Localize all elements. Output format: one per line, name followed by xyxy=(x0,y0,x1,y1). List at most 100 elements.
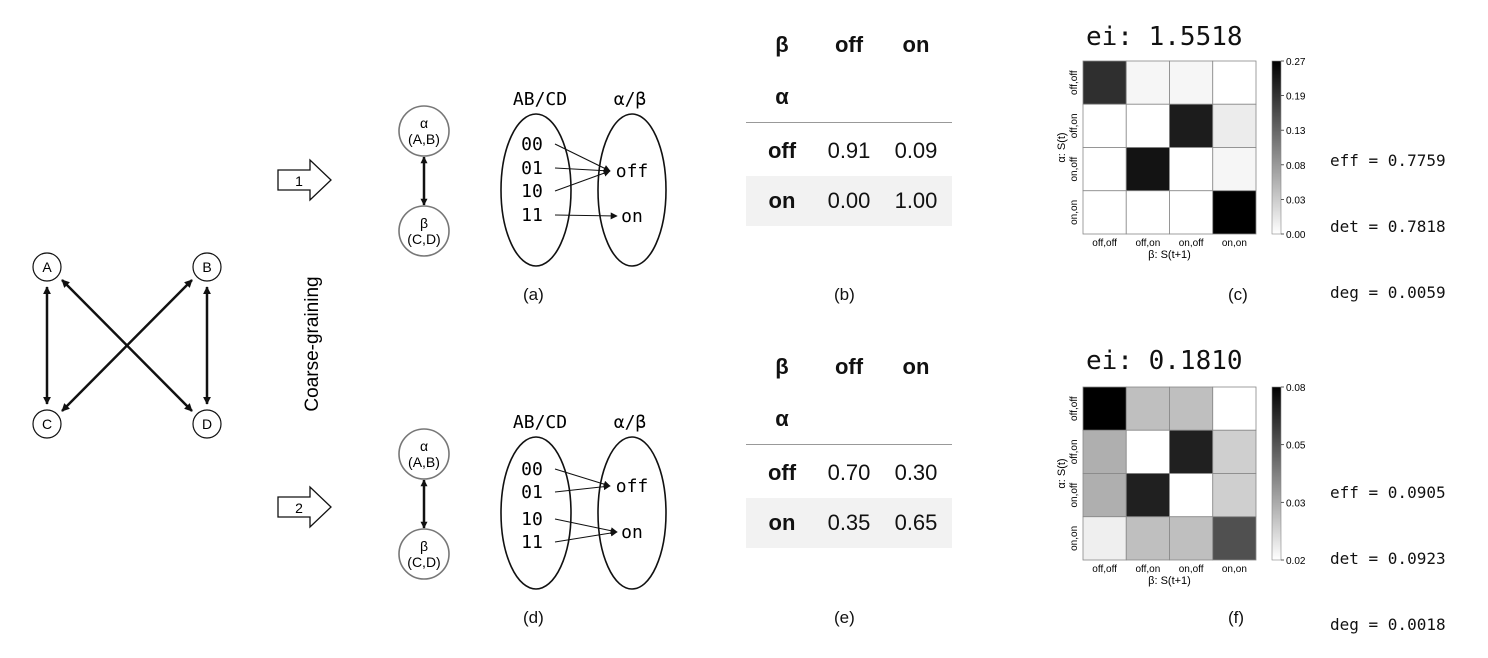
colorbar xyxy=(1271,386,1282,561)
heatmap-x-tick: on,off xyxy=(1179,564,1204,575)
tpm-col-on: on xyxy=(902,32,930,57)
tpm-row-off-label: off xyxy=(767,460,797,485)
colorbar-tick-label: 0.27 xyxy=(1286,57,1306,68)
micro-states-ellipse xyxy=(500,113,572,267)
mapping-arrow xyxy=(554,143,611,172)
mapping-arrow xyxy=(554,167,611,175)
tpm-divider xyxy=(746,122,952,123)
coarse-graining-label: Coarse-graining xyxy=(302,276,323,411)
tpm-row-on-label: on xyxy=(768,510,796,535)
heatmap-x-label: β: S(t+1) xyxy=(1148,575,1191,587)
micro-states-ellipse xyxy=(500,436,572,590)
heatmap-x-tick: off,off xyxy=(1092,564,1117,575)
macro-node-members: (C,D) xyxy=(407,554,440,570)
mapping-arrow xyxy=(554,529,618,543)
caption-a: (a) xyxy=(523,285,544,304)
tpm-value: 0.65 xyxy=(894,510,938,535)
macro-state-label: on xyxy=(621,206,643,227)
heatmap-y-tick: on,on xyxy=(1069,200,1080,225)
heatmap-cell xyxy=(1212,429,1257,474)
macro-node-greek: α xyxy=(420,438,428,454)
heatmap-x-label: β: S(t+1) xyxy=(1148,249,1191,261)
colorbar-tick-label: 0.05 xyxy=(1286,441,1306,452)
heatmap-cell xyxy=(1169,103,1214,148)
mapping-arrow xyxy=(554,468,611,488)
heatmap-cell xyxy=(1169,516,1214,561)
macro-header: α/β xyxy=(614,412,647,433)
node-b xyxy=(192,252,222,282)
node-d xyxy=(192,409,222,439)
micro-state-label: 01 xyxy=(521,482,543,503)
mapping-arrow xyxy=(554,212,618,220)
micro-state-label: 00 xyxy=(521,459,543,480)
heatmap-y-tick: on,on xyxy=(1069,526,1080,551)
caption-e: (e) xyxy=(834,608,855,627)
stats-bottom: eff = 0.0905 det = 0.0923 deg = 0.0018 xyxy=(1330,438,1446,658)
heatmap-cell xyxy=(1169,386,1214,431)
tpm-divider xyxy=(746,444,952,445)
mapping-arrow xyxy=(554,518,618,535)
macro-node-greek: α xyxy=(420,115,428,131)
colorbar-tick-label: 0.00 xyxy=(1286,230,1306,241)
macro-state-label: off xyxy=(616,161,649,182)
heatmap-cell xyxy=(1125,473,1170,518)
heatmap-y-tick: off,off xyxy=(1069,396,1080,421)
tpm-col-header-row: β off on xyxy=(746,342,952,392)
colorbar-tick-label: 0.13 xyxy=(1286,126,1306,137)
heatmap-bottom: off,offoff,offoff,onoff,onon,offon,offon… xyxy=(1056,383,1306,587)
heatmap-cell xyxy=(1169,60,1214,105)
heatmap-y-tick: on,off xyxy=(1069,156,1080,181)
macro-header: α/β xyxy=(614,89,647,110)
heatmap-cell xyxy=(1125,103,1170,148)
heatmap-cell xyxy=(1212,147,1257,192)
heatmap-y-label: α: S(t) xyxy=(1056,132,1068,162)
heatmap-top: off,offoff,offoff,onoff,onon,offon,offon… xyxy=(1056,57,1306,261)
stat-eff: eff = 0.7759 xyxy=(1330,151,1446,170)
heatmap-y-tick: off,on xyxy=(1069,113,1080,138)
macro-node-alpha xyxy=(398,105,450,157)
heatmap-x-tick: on,on xyxy=(1222,564,1247,575)
tpm-value: 0.70 xyxy=(827,460,871,485)
tpm-value: 0.30 xyxy=(894,460,938,485)
heatmap-cell xyxy=(1212,60,1257,105)
macro-node-members: (A,B) xyxy=(408,454,440,470)
macro-state-label: on xyxy=(621,522,643,543)
node-a xyxy=(32,252,62,282)
caption-f: (f) xyxy=(1228,608,1245,627)
stat-deg: deg = 0.0018 xyxy=(1330,615,1446,634)
heatmap-x-tick: on,off xyxy=(1179,238,1204,249)
tpm-col-off: off xyxy=(834,354,864,379)
macro-node-greek: β xyxy=(420,215,428,231)
caption-d: (d) xyxy=(523,608,544,627)
tpm-col-on: on xyxy=(902,354,930,379)
block-arrow-1-icon xyxy=(277,158,332,202)
micro-header: AB/CD xyxy=(513,89,567,110)
mapping-arrow xyxy=(554,483,611,493)
macro-node-beta xyxy=(398,205,450,257)
caption-b: (b) xyxy=(834,285,855,304)
tpm-col-label: β xyxy=(775,32,789,57)
heatmap-cell xyxy=(1125,60,1170,105)
tpm-row-on-label: on xyxy=(768,188,796,213)
tpm-row-header-row: α xyxy=(746,72,952,122)
macro-node-members: (A,B) xyxy=(408,131,440,147)
heatmap-cell xyxy=(1082,429,1127,474)
micro-header: AB/CD xyxy=(513,412,567,433)
node-d-label: D xyxy=(202,416,212,432)
tpm-row-on: on 0.00 1.00 xyxy=(746,176,952,226)
heatmap-x-tick: off,on xyxy=(1135,238,1160,249)
tpm-value: 0.00 xyxy=(827,188,871,213)
heatmap-cell xyxy=(1082,473,1127,518)
tpm-col-off: off xyxy=(834,32,864,57)
heatmap-cell xyxy=(1082,190,1127,235)
tpm-value: 0.35 xyxy=(827,510,871,535)
heatmap-cell xyxy=(1082,386,1127,431)
heatmap-cell xyxy=(1169,473,1214,518)
heatmap-cell xyxy=(1125,429,1170,474)
caption-c: (c) xyxy=(1228,285,1248,304)
stat-eff: eff = 0.0905 xyxy=(1330,483,1446,502)
heatmap-x-tick: on,on xyxy=(1222,238,1247,249)
tpm-value: 1.00 xyxy=(894,188,938,213)
arrow-1-label: 1 xyxy=(295,173,303,189)
